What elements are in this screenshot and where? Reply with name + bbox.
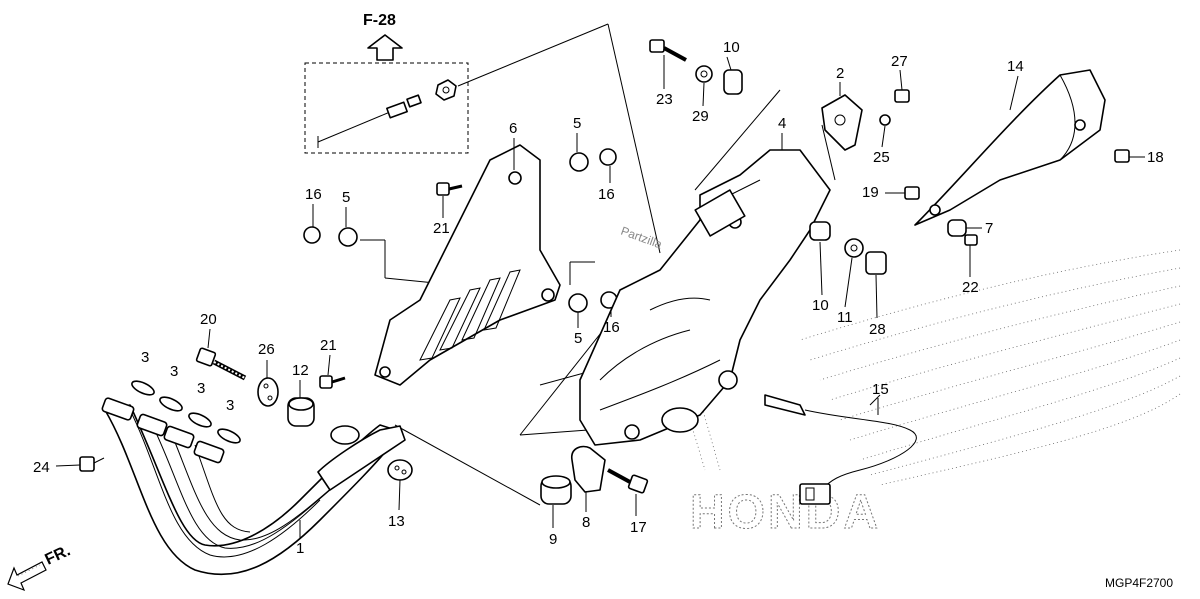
callout-21b[interactable]: 21 bbox=[433, 220, 450, 237]
callout-7[interactable]: 7 bbox=[985, 220, 993, 237]
stay-2[interactable] bbox=[821, 94, 863, 151]
reference-inset: F-28 bbox=[304, 12, 609, 154]
callout-21a[interactable]: 21 bbox=[320, 337, 337, 354]
callout-14[interactable]: 14 bbox=[1007, 58, 1024, 75]
collars-5-16[interactable] bbox=[303, 148, 618, 313]
small-fasteners[interactable] bbox=[540, 39, 1130, 505]
callout-16a[interactable]: 16 bbox=[598, 186, 615, 203]
front-direction-indicator: FR. bbox=[7, 542, 74, 592]
callout-5a[interactable]: 5 bbox=[573, 115, 581, 132]
callout-4[interactable]: 4 bbox=[778, 115, 786, 132]
stud-bolt-24[interactable] bbox=[79, 456, 105, 472]
o2-sensor-15[interactable] bbox=[764, 394, 917, 505]
callout-22[interactable]: 22 bbox=[962, 279, 979, 296]
callout-17[interactable]: 17 bbox=[630, 519, 647, 536]
callout-27[interactable]: 27 bbox=[891, 53, 908, 70]
callout-24[interactable]: 24 bbox=[33, 459, 50, 476]
callout-23[interactable]: 23 bbox=[656, 91, 673, 108]
callout-3d[interactable]: 3 bbox=[226, 397, 234, 414]
callout-2[interactable]: 2 bbox=[836, 65, 844, 82]
callout-3c[interactable]: 3 bbox=[197, 380, 205, 397]
honda-wing-watermark: HONDA bbox=[690, 249, 1181, 540]
callout-18[interactable]: 18 bbox=[1147, 149, 1164, 166]
front-arrow-icon bbox=[7, 561, 47, 592]
callout-6[interactable]: 6 bbox=[509, 120, 517, 137]
callout-26[interactable]: 26 bbox=[258, 341, 275, 358]
bolt-21[interactable] bbox=[319, 182, 463, 389]
grommet-26[interactable] bbox=[257, 377, 279, 407]
callout-16b[interactable]: 16 bbox=[305, 186, 322, 203]
heat-shield-6[interactable] bbox=[374, 144, 561, 386]
callout-16c[interactable]: 16 bbox=[603, 319, 620, 336]
muffler-cover-14[interactable] bbox=[914, 69, 1106, 226]
reference-label[interactable]: F-28 bbox=[363, 12, 396, 29]
exhaust-header-pipes[interactable] bbox=[101, 397, 406, 576]
callout-15[interactable]: 15 bbox=[872, 381, 889, 398]
honda-brand-watermark: HONDA bbox=[690, 486, 881, 539]
callout-10b[interactable]: 10 bbox=[812, 297, 829, 314]
gasket-rings[interactable] bbox=[130, 378, 242, 445]
partzilla-watermark: Partzilla bbox=[619, 224, 664, 252]
callout-1[interactable]: 1 bbox=[296, 540, 304, 557]
callout-11[interactable]: 11 bbox=[837, 309, 853, 326]
callout-9[interactable]: 9 bbox=[549, 531, 557, 548]
diagram-code: MGP4F2700 bbox=[1105, 576, 1173, 590]
callout-5c[interactable]: 5 bbox=[574, 330, 582, 347]
callout-20[interactable]: 20 bbox=[200, 311, 217, 328]
callout-5b[interactable]: 5 bbox=[342, 189, 350, 206]
callout-29[interactable]: 29 bbox=[692, 108, 709, 125]
front-label: FR. bbox=[43, 542, 74, 568]
rubber-mount-12[interactable] bbox=[287, 397, 315, 427]
bolt-20[interactable] bbox=[195, 347, 247, 381]
callout-13[interactable]: 13 bbox=[388, 513, 405, 530]
callout-28[interactable]: 28 bbox=[869, 321, 886, 338]
muffler-4[interactable] bbox=[579, 149, 831, 446]
callout-19[interactable]: 19 bbox=[862, 184, 879, 201]
up-arrow-icon bbox=[367, 34, 403, 61]
leader-lines bbox=[360, 23, 836, 506]
callout-3a[interactable]: 3 bbox=[141, 349, 149, 366]
callout-ticks bbox=[55, 55, 1145, 538]
callout-3b[interactable]: 3 bbox=[170, 363, 178, 380]
cable-end-icon bbox=[317, 23, 609, 148]
grommet-13[interactable] bbox=[387, 459, 413, 481]
callout-25[interactable]: 25 bbox=[873, 149, 890, 166]
callout-labels: 1 2 3 3 3 3 4 5 5 5 6 7 8 9 10 10 11 12 … bbox=[33, 39, 1164, 557]
callout-12[interactable]: 12 bbox=[292, 362, 309, 379]
callout-8[interactable]: 8 bbox=[582, 514, 590, 531]
callout-10a[interactable]: 10 bbox=[723, 39, 740, 56]
